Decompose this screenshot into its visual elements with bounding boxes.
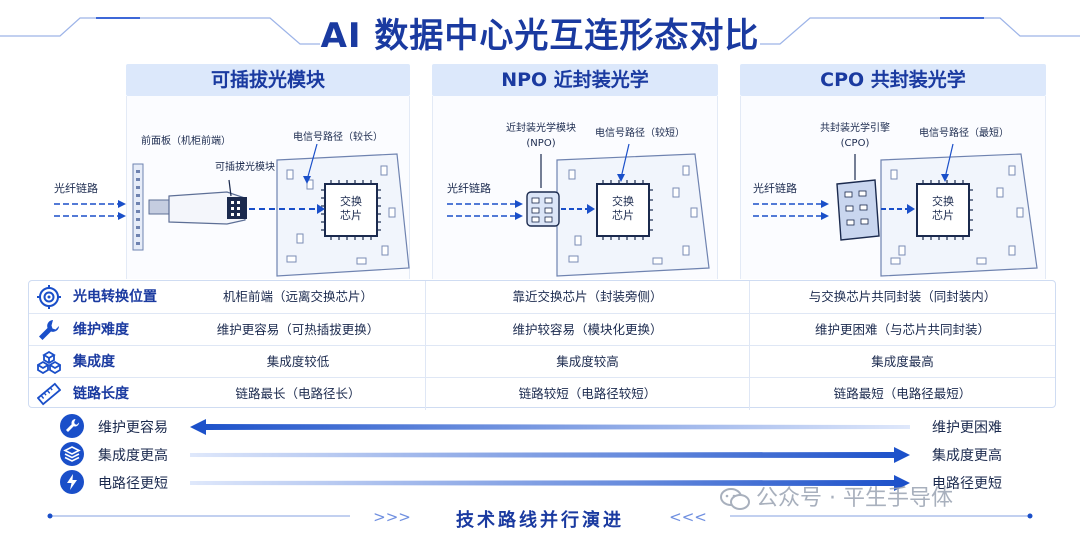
table-row: 光电转换位置 机柜前端（远离交换芯片） 靠近交换芯片（封装旁侧） 与交换芯片共同… bbox=[29, 281, 1055, 313]
npo-diagram: 交换 芯片 近封装光学模块 (NPO) 电信号路径（较短） 光纤链路 bbox=[432, 96, 718, 279]
table-row: 集成度 集成度较低 集成度较高 集成度最高 bbox=[29, 345, 1055, 378]
column-header-cpo: CPO 共封装光学 bbox=[740, 64, 1046, 96]
table-row: 维护难度 维护更容易（可热插拔更换） 维护较容易（模块化更换） 维护更困难（与芯… bbox=[29, 313, 1055, 346]
front-panel bbox=[132, 163, 144, 251]
cpo-engine-shape bbox=[836, 179, 880, 241]
table-row: 链路长度 链路最长（电路径长） 链路较短（电路径较短） 链路最短（电路径最短） bbox=[29, 377, 1055, 410]
wrench-icon bbox=[39, 320, 59, 340]
row-label: 集成度 bbox=[73, 354, 115, 370]
switch-chip bbox=[324, 183, 378, 237]
trend-right-label: 维护更困难 bbox=[932, 420, 1002, 436]
row-label: 链路长度 bbox=[73, 386, 129, 402]
fiber-label: 光纤链路 bbox=[753, 181, 797, 195]
trend-right-label: 集成度更高 bbox=[932, 448, 1002, 464]
bolt-icon bbox=[60, 470, 84, 494]
table-cell: 集成度较低 bbox=[266, 354, 330, 369]
trend-right-label: 电路径更短 bbox=[932, 476, 1002, 492]
npo-module-label-1: 近封装光学模块 bbox=[506, 121, 576, 134]
footer: >>> <<< 技术路线并行演进 bbox=[0, 500, 1080, 536]
wechat-icon bbox=[720, 488, 750, 510]
cpo-diagram: 交换 芯片 共封装光学引擎 (CPO) 电信号路径（最短） 光纤链路 bbox=[740, 96, 1046, 279]
table-cell: 维护更困难（与芯片共同封装） bbox=[749, 314, 1055, 346]
svg-text:光纤链路: 光纤链路 bbox=[54, 181, 98, 195]
electrical-path-label: 电信号路径（较长） bbox=[293, 130, 383, 143]
module-label: 可插拔光模块 bbox=[215, 160, 275, 173]
trend-arrow-right bbox=[190, 447, 910, 463]
table-cell: 链路较短（电路径较短） bbox=[425, 378, 749, 410]
fiber-label: 光纤链路 bbox=[447, 181, 491, 195]
table-cell: 集成度较高 bbox=[425, 346, 749, 378]
table-cell: 链路最短（电路径最短） bbox=[749, 378, 1055, 410]
fiber-arrows-1: 光纤链路 bbox=[54, 181, 126, 220]
chip-label-2: 芯片 bbox=[932, 208, 954, 222]
footer-title: 技术路线并行演进 bbox=[456, 510, 624, 531]
layers-icon bbox=[60, 442, 84, 466]
chip-label-2: 芯片 bbox=[612, 208, 634, 222]
table-cell: 集成度最高 bbox=[749, 346, 1055, 378]
chip-label-1: 交换 bbox=[932, 194, 954, 208]
switch-chip bbox=[916, 183, 970, 237]
column-header-npo: NPO 近封装光学 bbox=[432, 64, 718, 96]
watermark: 公众号 · 平生手导体 bbox=[720, 480, 953, 512]
ruler-icon bbox=[37, 382, 61, 406]
electrical-path-label: 电信号路径（较短） bbox=[595, 126, 685, 139]
target-icon bbox=[37, 285, 61, 309]
table-cell: 机柜前端（远离交换芯片） bbox=[222, 289, 373, 304]
title-decoration bbox=[0, 17, 1080, 45]
switch-chip bbox=[596, 183, 650, 237]
cpo-engine-label-1: 共封装光学引擎 bbox=[820, 121, 890, 134]
trend-left-label: 电路径更短 bbox=[98, 476, 168, 492]
wrench-icon bbox=[60, 414, 84, 438]
chip-label-1: 交换 bbox=[612, 194, 634, 208]
npo-module-label-2: (NPO) bbox=[526, 138, 555, 149]
table-cell: 维护更容易（可热插拔更换） bbox=[216, 322, 380, 337]
trend-integration: 集成度更高 集成度更高 bbox=[60, 442, 1020, 468]
chip-label-1: 交换 bbox=[340, 194, 362, 208]
footer-left-mark: >>> bbox=[373, 508, 411, 526]
page-title: AI 数据中心光互连形态对比 bbox=[320, 16, 760, 56]
chip-label-2: 芯片 bbox=[340, 208, 362, 222]
trend-left-label: 维护更容易 bbox=[98, 420, 168, 436]
table-cell: 链路最长（电路径长） bbox=[235, 386, 361, 401]
front-panel-label: 前面板（机柜前端） bbox=[141, 134, 231, 147]
trend-path-length: 电路径更短 电路径更短 bbox=[60, 470, 1020, 496]
row-label: 维护难度 bbox=[73, 322, 129, 338]
footer-decoration: >>> <<< bbox=[47, 508, 1033, 526]
footer-right-mark: <<< bbox=[669, 508, 707, 526]
table-cell: 靠近交换芯片（封装旁侧） bbox=[425, 281, 749, 313]
cpo-engine-label-2: (CPO) bbox=[841, 138, 870, 149]
trend-maintenance: 维护更容易 维护更困难 bbox=[60, 414, 1020, 440]
watermark-text: 公众号 · 平生手导体 bbox=[756, 486, 953, 511]
pluggable-module-shape bbox=[148, 191, 247, 225]
column-header-pluggable: 可插拔光模块 bbox=[126, 64, 410, 96]
table-cell: 维护较容易（模块化更换） bbox=[425, 314, 749, 346]
trend-arrow-left bbox=[190, 419, 910, 435]
pluggable-diagram: 交换 芯片 前面板（机柜前端） 可插拔光模块 电信号路径（较长） bbox=[126, 96, 410, 279]
trend-arrow-right bbox=[190, 475, 910, 491]
electrical-path-label: 电信号路径（最短） bbox=[919, 126, 1009, 139]
trend-left-label: 集成度更高 bbox=[98, 448, 168, 464]
table-cell: 与交换芯片共同封装（同封装内） bbox=[749, 281, 1055, 313]
comparison-table: 光电转换位置 机柜前端（远离交换芯片） 靠近交换芯片（封装旁侧） 与交换芯片共同… bbox=[28, 280, 1056, 410]
row-label: 光电转换位置 bbox=[73, 289, 157, 305]
cubes-icon bbox=[37, 350, 61, 374]
